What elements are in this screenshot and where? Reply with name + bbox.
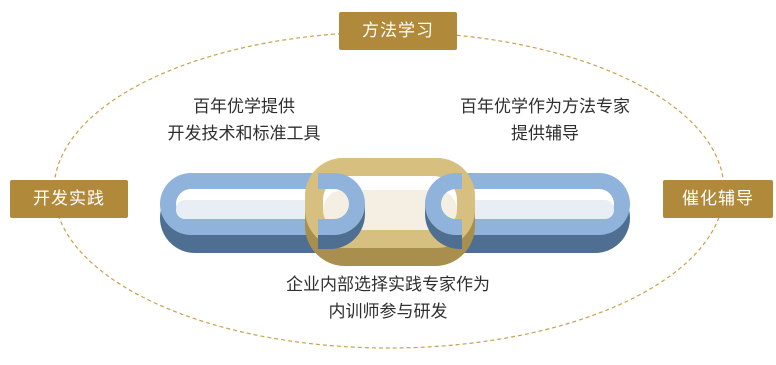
caption-top-right-line-2: 提供辅导 bbox=[511, 124, 579, 144]
caption-bottom: 企业内部选择实践专家作为 内训师参与研发 bbox=[253, 272, 523, 326]
caption-top-right: 百年优学作为方法专家 提供辅导 bbox=[425, 94, 665, 148]
caption-top-left: 百年优学提供 开发技术和标准工具 bbox=[124, 94, 364, 148]
caption-top-right-line-1: 百年优学作为方法专家 bbox=[460, 97, 630, 117]
caption-top-left-line-1: 百年优学提供 bbox=[193, 97, 295, 117]
caption-top-left-line-2: 开发技术和标准工具 bbox=[167, 124, 321, 144]
caption-bottom-line-2: 内训师参与研发 bbox=[328, 302, 448, 322]
right-blue-link bbox=[425, 173, 630, 253]
tag-method-learning: 方法学习 bbox=[339, 12, 457, 50]
tag-catalytic-coaching: 催化辅导 bbox=[663, 180, 773, 218]
caption-bottom-line-1: 企业内部选择实践专家作为 bbox=[286, 275, 490, 295]
left-blue-link-front-overlap bbox=[318, 173, 365, 249]
right-blue-link-front-overlap bbox=[425, 173, 462, 249]
tag-development-practice: 开发实践 bbox=[10, 180, 128, 218]
